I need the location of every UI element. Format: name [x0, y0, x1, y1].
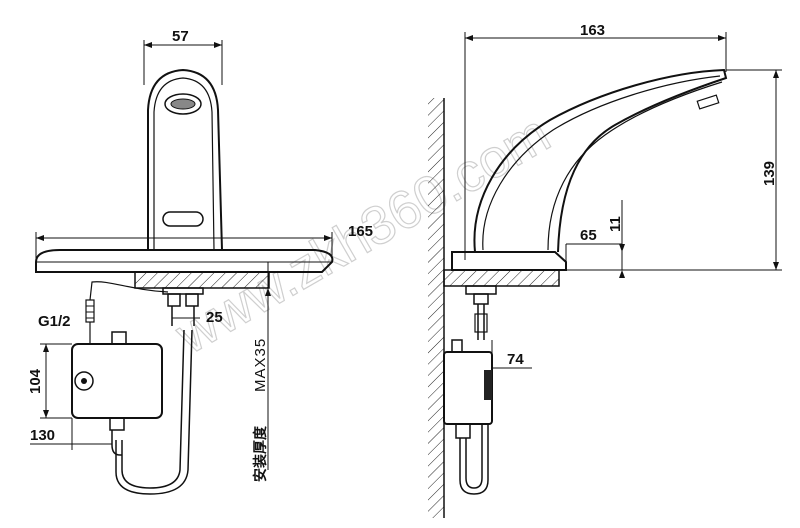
dim-box-width-label: 130	[30, 427, 55, 444]
install-thickness-max: MAX35	[252, 338, 269, 392]
dim-reach: 65	[565, 227, 622, 262]
dim-width-top: 57	[143, 28, 223, 85]
control-box-side	[443, 339, 493, 439]
shank-fittings-side	[465, 285, 497, 340]
dim-box-height-label: 104	[27, 368, 44, 394]
front-view: 57 165	[27, 28, 373, 495]
dim-box-width: 130	[30, 418, 112, 450]
faucet-body-side	[473, 68, 728, 253]
dim-spout-gap-label: 11	[607, 216, 624, 232]
dim-width-top-label: 57	[172, 28, 189, 45]
dim-spout-gap: 11	[607, 200, 625, 278]
hose-loop	[121, 329, 185, 489]
dim-hole-spacing: 25	[172, 309, 223, 326]
dim-length: 163	[464, 22, 727, 260]
side-view: 163 139 65	[428, 22, 782, 518]
dim-box-height: 104	[27, 343, 72, 419]
base-plate-side	[451, 251, 567, 271]
shank-fittings	[162, 287, 204, 326]
dim-reach-label: 65	[580, 227, 597, 244]
faucet-body-front	[147, 68, 223, 251]
wall-section	[428, 98, 444, 518]
install-thickness-label: 安装厚度	[252, 425, 269, 482]
dim-hole-spacing-label: 25	[206, 309, 223, 326]
control-box-front	[71, 331, 163, 456]
sensor-cable	[89, 281, 169, 301]
dim-box-depth: 74	[491, 340, 532, 369]
dim-length-label: 163	[580, 22, 605, 39]
thread-label: G1/2	[38, 313, 71, 330]
dim-height: 139	[555, 69, 782, 271]
dim-height-label: 139	[761, 161, 778, 186]
dim-plate-width-label: 165	[348, 223, 373, 240]
countertop-section	[134, 271, 270, 289]
hose-side	[459, 424, 489, 495]
countertop-section-side	[443, 269, 560, 287]
dim-plate-width: 165	[35, 223, 373, 262]
dim-box-depth-label: 74	[507, 351, 524, 368]
cable-connector	[85, 299, 95, 345]
